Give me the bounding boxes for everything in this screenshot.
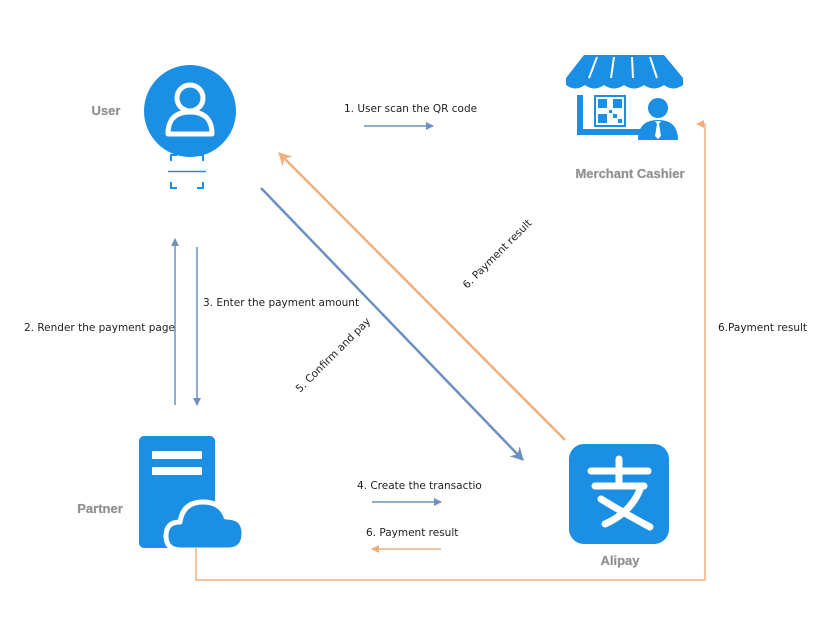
- partner-label: Partner: [77, 501, 123, 516]
- step-confirm-pay-label: 5. Confirm and pay: [294, 316, 374, 396]
- server-cloud-icon: [139, 436, 247, 553]
- alipay-node: Alipay: [569, 444, 669, 568]
- user-label: User: [92, 103, 121, 118]
- step-result-to-partner-label: 6. Payment result: [366, 527, 458, 539]
- partner-node: Partner: [77, 436, 247, 553]
- scan-frame-icon: [168, 154, 206, 189]
- storefront-qr-cashier-icon: [566, 55, 683, 140]
- user-avatar-icon: [144, 65, 236, 157]
- alipay-label: Alipay: [600, 553, 640, 568]
- arrow-result-to-user: [278, 152, 566, 441]
- arrow-confirm-pay: [260, 187, 524, 461]
- step-result-to-user-label: 6. Payment result: [461, 217, 535, 291]
- step-enter-amount-label: 3. Enter the payment amount: [203, 297, 359, 309]
- step-render-page-label: 2. Render the payment page: [24, 322, 175, 334]
- merchant-cashier-label: Merchant Cashier: [575, 166, 684, 181]
- step-create-transaction-label: 4. Create the transactio: [357, 480, 482, 492]
- step-scan-qr-label: 1. User scan the QR code: [344, 103, 477, 115]
- step-result-to-merchant-label: 6.Payment result: [718, 322, 807, 334]
- merchant-cashier-node: Merchant Cashier: [566, 55, 685, 181]
- user-node: User: [91, 65, 236, 189]
- arrow-result-to-merchant: [195, 120, 706, 581]
- alipay-logo-icon: [569, 444, 669, 544]
